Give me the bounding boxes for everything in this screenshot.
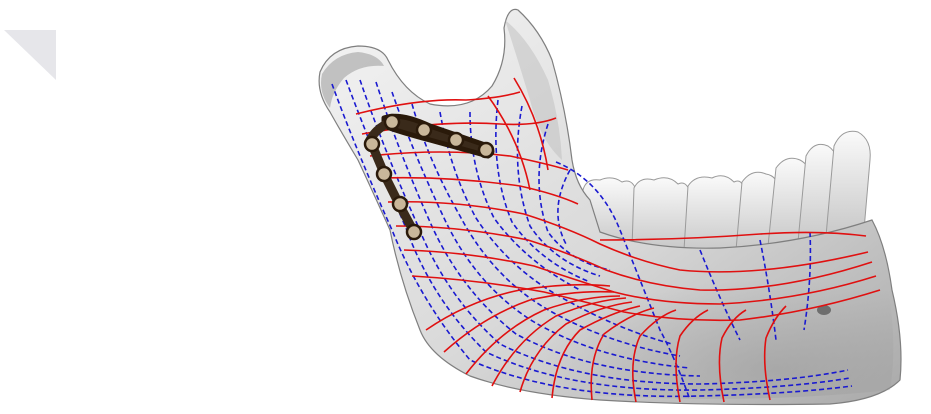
screw-hole [417, 123, 431, 137]
tooth-incisor [826, 131, 870, 236]
screw-hole [449, 133, 463, 147]
tooth-molar-3 [684, 176, 744, 252]
corner-marker [4, 30, 56, 80]
screw-hole [377, 167, 391, 181]
screw-hole [365, 137, 379, 151]
screw-hole [385, 115, 399, 129]
screw-hole [393, 197, 407, 211]
screw-hole [479, 143, 493, 157]
screw-hole [407, 225, 421, 239]
